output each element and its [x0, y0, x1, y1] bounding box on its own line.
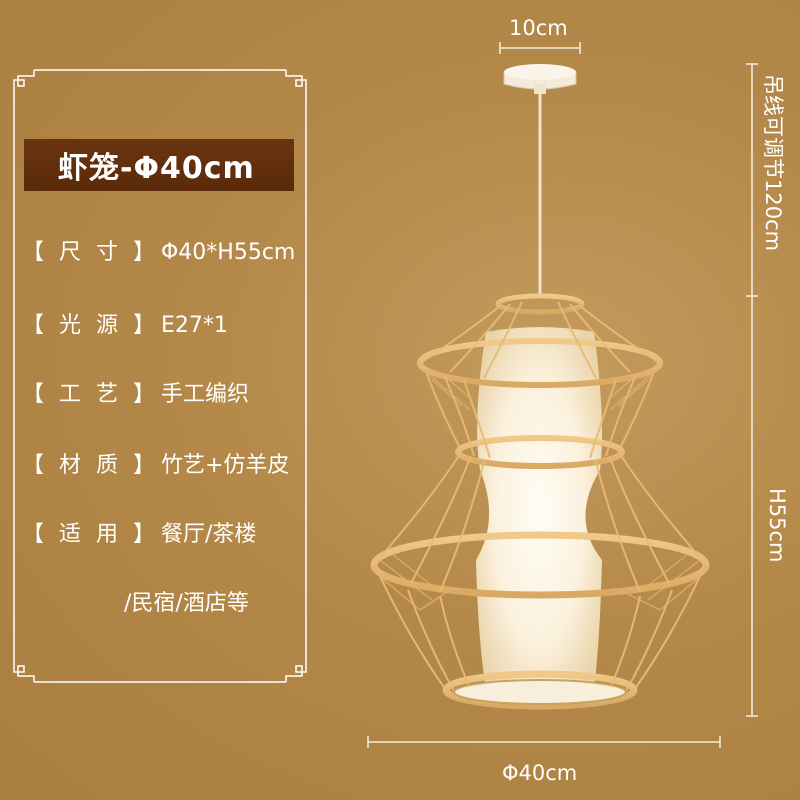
spec-label: 【 工 艺 】 — [22, 382, 159, 407]
spec-row-craft: 【 工 艺 】手工编织 — [22, 376, 249, 408]
corner-ornament-bottom-right — [285, 662, 307, 682]
spec-label: 【 材 质 】 — [22, 453, 159, 478]
ceiling-canopy — [503, 64, 577, 94]
height-label: H55cm — [765, 488, 789, 563]
spec-value: 竹艺+仿羊皮 — [160, 453, 290, 478]
spec-row-size: 【 尺 寸 】Φ40*H55cm — [22, 234, 295, 266]
product-title: 虾笼-Φ40cm — [24, 139, 294, 191]
bamboo-lattice — [371, 369, 709, 611]
spec-row-material: 【 材 质 】竹艺+仿羊皮 — [22, 447, 289, 479]
spec-label: 【 尺 寸 】 — [22, 240, 159, 265]
corner-ornament-top-right — [285, 70, 307, 90]
spec-row-light-source: 【 光 源 】E27*1 — [22, 307, 228, 339]
spec-value: 手工编织 — [160, 382, 249, 407]
cord-length-label: 吊线可调节120cm — [761, 74, 785, 252]
canopy-width-label: 10cm — [509, 16, 568, 40]
inner-shade — [476, 327, 602, 696]
spec-value: E27*1 — [160, 313, 228, 338]
spec-label: 【 适 用 】 — [22, 522, 159, 547]
spec-label: 【 光 源 】 — [22, 313, 159, 338]
spec-usage-continuation: /民宿/酒店等 — [124, 591, 249, 616]
spec-row-usage: 【 适 用 】餐厅/茶楼 — [22, 516, 256, 548]
diameter-label: Φ40cm — [502, 761, 578, 785]
corner-ornament-top-left — [13, 70, 35, 90]
corner-ornament-bottom-left — [13, 662, 35, 682]
bamboo-ribs — [377, 301, 703, 703]
dimension-lines — [367, 42, 758, 748]
spec-value: Φ40*H55cm — [160, 240, 296, 265]
spec-value: 餐厅/茶楼 — [160, 522, 257, 547]
bottom-diffuser — [453, 679, 627, 705]
